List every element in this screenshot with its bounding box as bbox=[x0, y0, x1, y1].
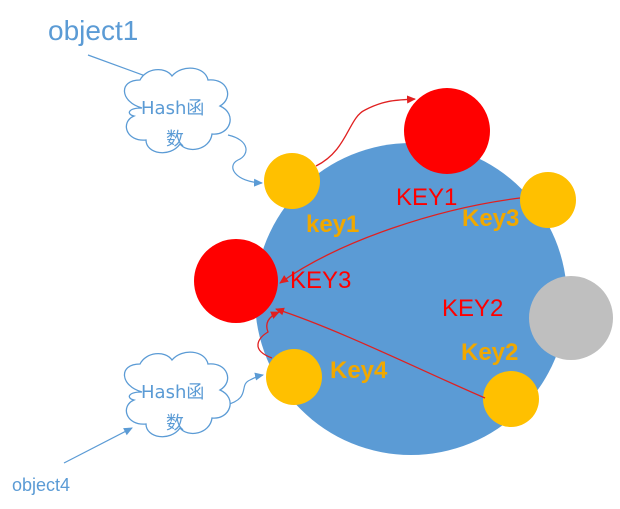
arrow-key4-to-server3 bbox=[257, 311, 280, 359]
hash-cloud-2-line2: 数 bbox=[166, 413, 184, 434]
cloud-shape bbox=[123, 67, 231, 154]
arrow-hash-to-key4 bbox=[225, 372, 264, 406]
object1-label: object1 bbox=[48, 15, 138, 46]
server3-label: KEY3 bbox=[290, 267, 351, 294]
hash-cloud-1-line2: 数 bbox=[166, 129, 184, 150]
key3-label: Key3 bbox=[462, 205, 519, 232]
key-node-key2 bbox=[483, 371, 539, 427]
hash-cloud-2: Hash函 数 bbox=[123, 351, 231, 438]
arrow-key3-to-server3 bbox=[279, 197, 521, 284]
server2-label: KEY2 bbox=[442, 295, 503, 322]
object4-label: object4 bbox=[12, 475, 70, 495]
server-node-key1 bbox=[404, 88, 490, 174]
server1-label: KEY1 bbox=[396, 184, 457, 211]
key-node-key1 bbox=[264, 153, 320, 209]
hash-ring bbox=[255, 143, 567, 455]
arrow-key2-to-server3 bbox=[275, 307, 486, 399]
arrow-key1-to-server1 bbox=[315, 95, 416, 167]
server-node-key2-down bbox=[529, 276, 613, 360]
arrow-hash-to-key1 bbox=[227, 134, 263, 187]
hash-cloud-2-line1: Hash函 bbox=[141, 382, 204, 403]
key-node-key4 bbox=[266, 349, 322, 405]
hash-cloud-1: Hash函 数 bbox=[123, 67, 231, 154]
cloud-shape bbox=[123, 351, 231, 438]
server-node-key3 bbox=[194, 239, 278, 323]
hash-cloud-1-line1: Hash函 bbox=[141, 98, 204, 119]
key1-label: key1 bbox=[306, 211, 359, 238]
arrow-object4-to-hash bbox=[63, 427, 133, 464]
key4-label: Key4 bbox=[330, 357, 388, 384]
key2-label: Key2 bbox=[461, 339, 518, 366]
key-node-key3 bbox=[520, 172, 576, 228]
